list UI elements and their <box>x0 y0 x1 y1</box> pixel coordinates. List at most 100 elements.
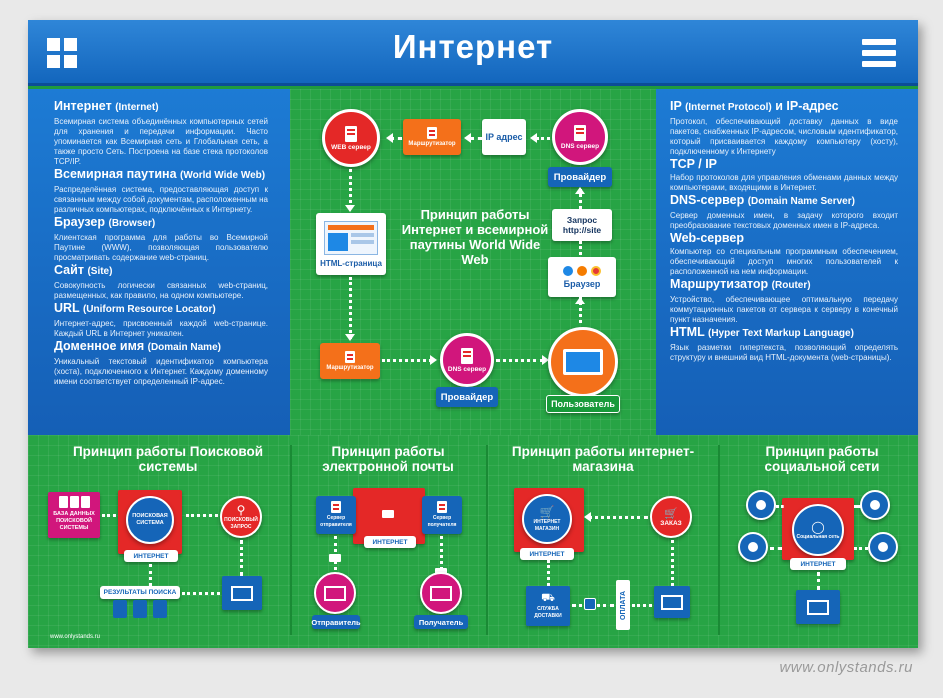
header-bar <box>28 20 918 86</box>
def-www: Всемирная паутина (World Wide Web) Распр… <box>54 167 268 215</box>
request-node: Запрос http://site <box>552 209 612 241</box>
arrow-head <box>386 133 393 143</box>
arrow-line <box>776 505 784 508</box>
recipient-server-label: Сервер получателя <box>427 515 457 528</box>
def-text: Всемирная система объединённых компьютер… <box>54 117 268 166</box>
search-user-node <box>222 576 262 610</box>
recipient-node <box>420 572 462 614</box>
monitor-icon <box>661 594 683 610</box>
arrow-head <box>575 187 585 194</box>
def-internet: Интернет (Internet) Всемирная система об… <box>54 99 268 167</box>
firefox-icon <box>577 265 587 276</box>
social-user-icon <box>738 532 768 562</box>
web-server-node: WEB сервер <box>322 109 380 167</box>
router-top-node: Маршрутизатор <box>403 119 461 155</box>
documents-icon <box>58 496 90 508</box>
search-db-node: БАЗА ДАННЫХ ПОИСКОВОЙ СИСТЕМЫ <box>48 492 100 538</box>
chrome-icon <box>591 265 601 276</box>
search-engine-label: ПОИСКОВАЯ СИСТЕМА <box>132 513 168 526</box>
arrow-line <box>579 297 582 323</box>
def-subheading: (Internet) <box>115 102 159 113</box>
mail-internet-tag: ИНТЕРНЕТ <box>364 536 416 548</box>
shop-title: Принцип работы интернет-магазина <box>511 444 695 474</box>
html-page-label: HTML-страница <box>320 258 382 268</box>
social-user-icon <box>860 490 890 520</box>
search-title: Принцип работы Поисковой системы <box>72 444 264 474</box>
request-label: Запрос http://site <box>562 215 602 235</box>
sender-server-node: Сервер отправителя <box>316 496 356 534</box>
arrow-line <box>854 547 868 550</box>
shop-label: ИНТЕРНЕТ МАГАЗИН <box>533 519 561 532</box>
def-text: Совокупность логически связанных web-стр… <box>54 281 268 300</box>
dns-label: DNS сервер <box>447 365 487 373</box>
center-diagram: Принцип работы Интернет и всемирной паут… <box>290 89 656 435</box>
def-heading: Браузер <box>54 215 105 229</box>
def-html: HTML (Hyper Text Markup Language) Язык р… <box>670 325 898 363</box>
arrow-line <box>102 514 116 517</box>
search-results-tag: РЕЗУЛЬТАТЫ ПОИСКА <box>100 586 180 599</box>
dns-server-bottom-node: DNS сервер <box>440 333 494 387</box>
grid-menu-icon[interactable] <box>45 36 79 70</box>
shop-node: 🛒 ИНТЕРНЕТ МАГАЗИН <box>522 494 572 544</box>
left-definitions-panel: Интернет (Internet) Всемирная система об… <box>28 89 290 435</box>
def-heading: Маршрутизатор <box>670 277 769 291</box>
def-heading: Всемирная паутина <box>54 167 177 181</box>
package-icon <box>584 598 596 610</box>
def-browser: Браузер (Browser) Клиентская программа д… <box>54 215 268 263</box>
social-user-icon <box>868 532 898 562</box>
def-text: Протокол, обеспечивающий доставку данных… <box>670 117 898 156</box>
def-subheading: (Router) <box>771 280 811 291</box>
monitor-icon <box>430 585 452 601</box>
def-router: Маршрутизатор (Router) Устройство, обесп… <box>670 277 898 325</box>
search-query-label: ПОИСКОВЫЙ ЗАПРОС <box>224 517 258 530</box>
router-bottom-node: Маршрутизатор <box>320 343 380 379</box>
search-db-label: БАЗА ДАННЫХ ПОИСКОВОЙ СИСТЕМЫ <box>53 511 95 531</box>
def-text: Уникальный текстовый идентификатор компь… <box>54 357 268 386</box>
server-icon <box>574 124 586 141</box>
arrow-head <box>464 133 471 143</box>
social-title: Принцип работы социальной сети <box>764 444 880 474</box>
sender-node <box>314 572 356 614</box>
def-dns: DNS-сервер (Domain Name Server) Сервер д… <box>670 193 898 231</box>
divider <box>486 445 488 635</box>
truck-icon: ⛟ <box>541 592 555 604</box>
def-heading: DNS-сервер <box>670 193 745 207</box>
def-url: URL (Uniform Resource Locator) Интернет-… <box>54 301 268 339</box>
recipient-server-node: Сервер получателя <box>422 496 462 534</box>
def-heading: IP <box>670 99 682 113</box>
network-icon: ◯ <box>811 519 825 534</box>
social-network-node: ◯ Социальная сеть <box>792 504 844 556</box>
router-label: Маршрутизатор <box>326 364 374 371</box>
def-heading-tail: и IP-адрес <box>775 99 839 113</box>
def-subheading: (Browser) <box>108 218 156 229</box>
def-heading: Интернет <box>54 99 112 113</box>
router-icon <box>427 126 437 139</box>
def-text: Набор протоколов для управления обменами… <box>670 173 898 192</box>
arrow-line <box>182 592 220 595</box>
hamburger-menu-icon[interactable] <box>862 36 896 70</box>
def-domain: Доменное имя (Domain Name) Уникальный те… <box>54 339 268 387</box>
arrow-line <box>854 505 860 508</box>
right-definitions-panel: IP (Internet Protocol) и IP-адрес Проток… <box>656 89 918 435</box>
monitor-icon <box>807 599 829 615</box>
arrow-line <box>579 241 582 255</box>
def-subheading: (Site) <box>87 266 113 277</box>
search-internet-tag: ИНТЕРНЕТ <box>124 550 178 562</box>
def-text: Распределённая система, предоставляющая … <box>54 185 268 214</box>
def-text: Язык разметки гипертекста, позволяющий о… <box>670 343 898 362</box>
browser-icons <box>563 265 601 276</box>
center-title: Принцип работы Интернет и всемирной паут… <box>401 207 549 267</box>
social-internet-tag: ИНТЕРНЕТ <box>790 558 846 570</box>
dns-label: DNS сервер <box>560 142 600 150</box>
search-query-node: ⚲ ПОИСКОВЫЙ ЗАПРОС <box>220 496 262 538</box>
arrow-line <box>817 572 820 590</box>
def-tcpip: TCP / IP Набор протоколов для управления… <box>670 157 898 193</box>
arrow-line <box>579 189 582 209</box>
sender-server-label: Сервер отправителя <box>320 515 352 528</box>
arrow-line <box>186 514 218 517</box>
search-engine-node: ПОИСКОВАЯ СИСТЕМА <box>126 496 174 544</box>
order-label: ЗАКАЗ <box>660 520 682 527</box>
def-subheading: (Uniform Resource Locator) <box>82 304 216 315</box>
page-title: Интернет <box>392 28 554 65</box>
arrow-line <box>240 540 243 576</box>
